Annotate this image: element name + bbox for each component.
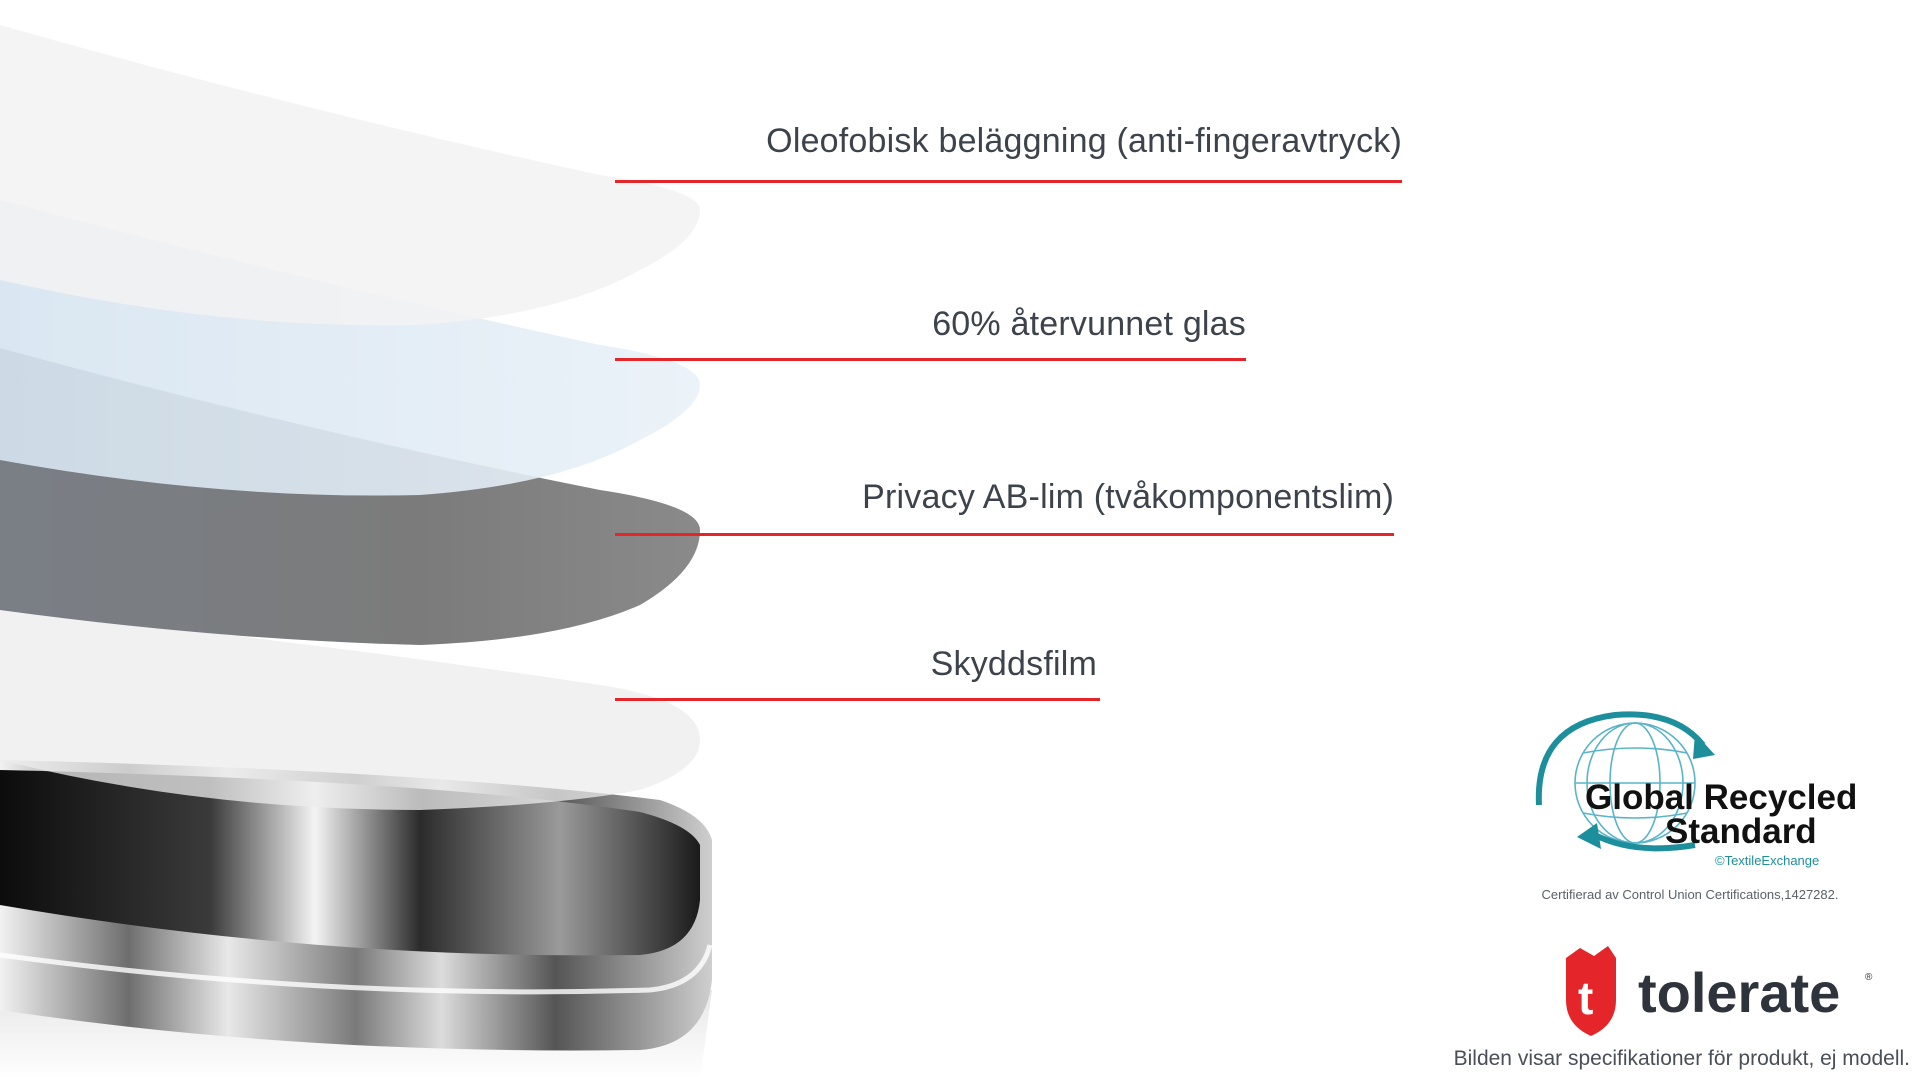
pointer-line-oleophobic <box>615 180 1402 183</box>
phone-edge-highlight <box>0 944 713 995</box>
globe-icon <box>1574 722 1696 844</box>
layer-label-oleophobic: Oleofobisk beläggning (anti-fingeravtryc… <box>766 122 1402 160</box>
grs-logo-line2: Standard <box>1665 812 1817 851</box>
grs-logo-line1: Global Recycled <box>1585 778 1857 817</box>
recycle-arrow-bottom-icon <box>1593 832 1696 852</box>
registered-mark: ® <box>1865 972 1873 983</box>
shield-icon <box>1566 946 1616 1036</box>
grs-logo-owner: ©TextileExchange <box>1715 853 1819 868</box>
layer-oleophobic-coating <box>0 25 700 326</box>
layer-label-glass: 60% återvunnet glas <box>932 305 1246 343</box>
grs-logo: Global Recycled Standard ©TextileExchang… <box>1535 711 1857 868</box>
recycle-arrow-top-icon <box>1535 711 1706 806</box>
layer-label-film: Skyddsfilm <box>930 645 1097 683</box>
pointer-line-glass <box>615 358 1246 361</box>
brand-wordmark: tolerate <box>1638 961 1840 1024</box>
footer-disclaimer: Bilden visar specifikationer för produkt… <box>1453 1047 1910 1070</box>
certification-text: Certifierad av Control Union Certificati… <box>1541 887 1839 902</box>
layer-label-adhesive: Privacy AB-lim (tvåkomponentslim) <box>862 478 1394 516</box>
pointer-line-adhesive <box>615 533 1394 536</box>
shield-glyph: t <box>1578 972 1593 1024</box>
layer-protective-film <box>0 610 700 810</box>
pointer-line-film <box>615 698 1100 701</box>
phone-screen <box>0 770 700 956</box>
tolerate-logo: t tolerate ® <box>1566 946 1873 1036</box>
